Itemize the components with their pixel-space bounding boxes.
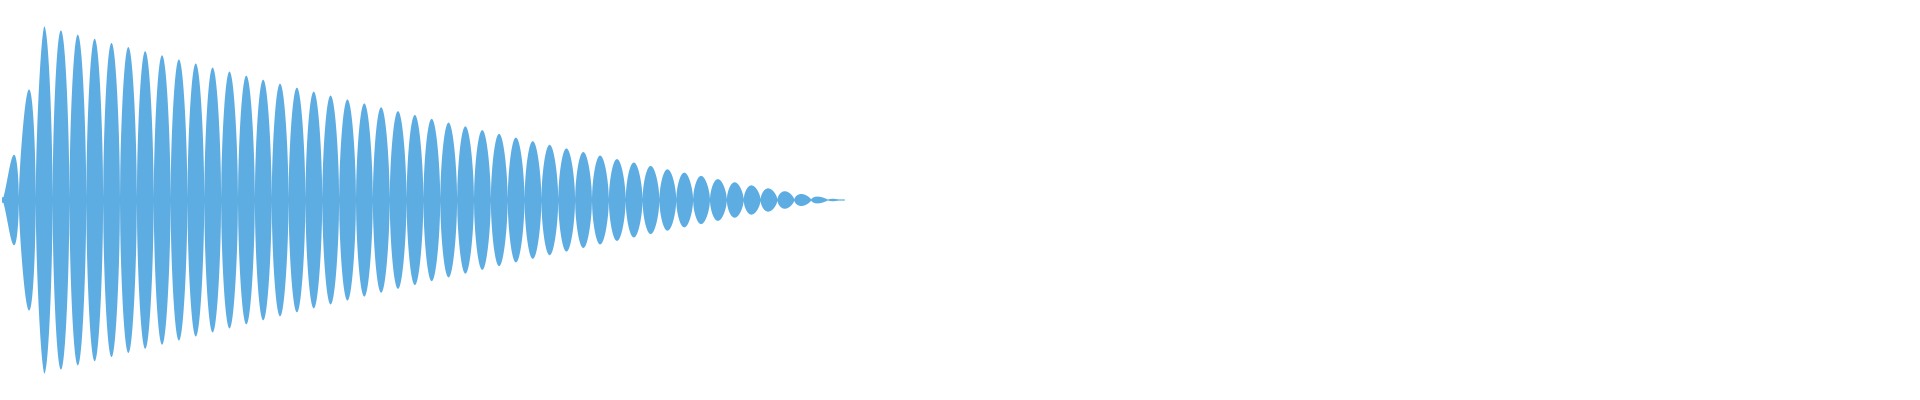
waveform-fill: [2, 26, 845, 374]
